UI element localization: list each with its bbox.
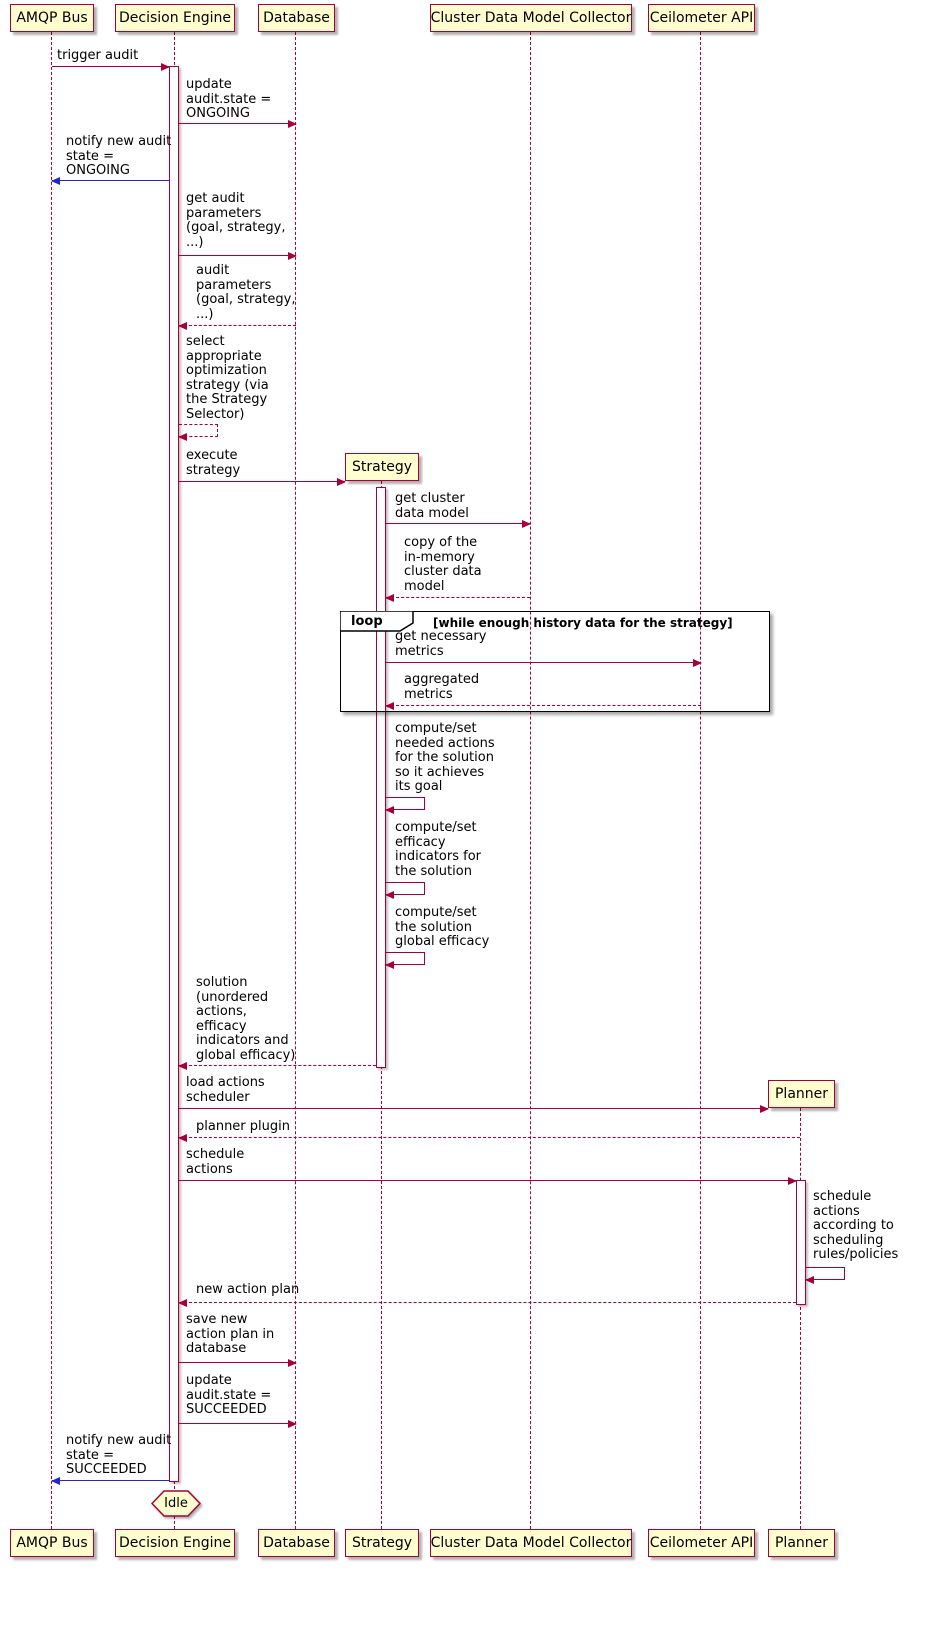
message-arrow-schedule-actions [179,1176,797,1185]
message-label-aggregated-metrics: aggregated metrics [404,672,480,702]
message-arrow-schedule-according-to-rules-self [805,1267,845,1284]
loop-operator: loop [351,614,383,629]
hexagon-icon [150,1490,202,1517]
message-arrow-get-cluster-data-model [386,519,531,528]
arrowhead [178,321,187,330]
message-arrow-copy-cluster-data-model [385,593,530,602]
participant-ceilometer-api-top: Ceilometer API [648,4,755,32]
lifeline-planner [800,1108,801,1529]
activation-strategy [376,487,386,1068]
message-arrow-notify-ongoing [51,176,169,185]
message-arrow-select-strategy-self [178,424,218,441]
arrowhead [161,62,170,71]
end-state-idle: Idle [150,1490,202,1517]
message-label-solution: solution (unordered actions, efficacy in… [196,975,296,1063]
arrowhead [385,961,394,969]
message-arrow-execute-strategy [179,477,346,486]
participant-ceilometer-api-bottom: Ceilometer API [648,1529,755,1557]
participant-decision-engine-bottom: Decision Engine [115,1529,235,1557]
lifeline-ceilometer-api [700,32,701,1529]
end-state-label: Idle [164,1496,188,1511]
message-arrow-update-audit-ongoing [179,119,297,128]
message-arrow-save-action-plan [179,1358,297,1367]
message-arrow-get-audit-parameters [179,251,297,260]
activation-planner [796,1180,806,1305]
arrowhead [760,1104,769,1113]
arrowhead [788,1176,797,1185]
message-arrow-notify-succeeded [51,1476,169,1485]
message-label-get-cluster-data-model: get cluster data model [395,491,469,521]
message-label-execute-strategy: execute strategy [186,448,241,478]
participant-database-bottom: Database [258,1529,335,1557]
message-arrow-audit-parameters [178,321,296,330]
message-label-load-actions-scheduler: load actions scheduler [186,1075,265,1105]
participant-amqp-bus-bottom: AMQP Bus [10,1529,94,1557]
activation-decision-engine [169,66,179,1482]
arrowhead [178,433,187,441]
participant-database-top: Database [258,4,335,32]
message-label-compute-needed-actions: compute/set needed actions for the solut… [395,721,495,794]
message-arrow-compute-efficacy-indicators-self [385,882,425,899]
message-label-planner-plugin: planner plugin [196,1119,290,1134]
participant-cluster-data-model-collector-top: Cluster Data Model Collector [430,4,632,32]
arrowhead [385,701,394,710]
participant-amqp-bus-top: AMQP Bus [10,4,94,32]
message-label-copy-cluster-data-model: copy of the in-memory cluster data model [404,535,482,594]
arrowhead [385,593,394,602]
message-arrow-trigger-audit [52,62,170,71]
message-label-save-action-plan: save new action plan in database [186,1312,275,1356]
lifeline-amqp-bus [51,32,52,1529]
arrowhead [288,1358,297,1367]
message-arrow-planner-plugin [178,1133,800,1142]
message-label-new-action-plan: new action plan [196,1282,300,1297]
participant-cluster-data-model-collector-bottom: Cluster Data Model Collector [430,1529,632,1557]
arrowhead [337,477,346,486]
participant-decision-engine-top: Decision Engine [115,4,235,32]
arrowhead [178,1133,187,1142]
arrowhead [178,1061,187,1070]
arrowhead [385,891,394,899]
message-label-notify-succeeded: notify new audit state = SUCCEEDED [66,1433,172,1477]
message-arrow-aggregated-metrics [385,701,701,710]
message-arrow-get-necessary-metrics [386,658,702,667]
message-label-trigger-audit: trigger audit [57,48,139,63]
arrowhead [178,1298,187,1307]
message-arrow-new-action-plan [178,1298,796,1307]
lifeline-database [295,32,296,1529]
message-label-update-audit-ongoing: update audit.state = ONGOING [186,77,272,121]
arrowhead [522,519,531,528]
arrowhead [288,1419,297,1428]
participant-strategy-bottom: Strategy [345,1529,419,1557]
message-label-schedule-actions: schedule actions [186,1147,245,1177]
arrowhead [288,119,297,128]
message-label-select-strategy: select appropriate optimization strategy… [186,334,269,422]
arrowhead [51,176,60,185]
loop-frame: loop [while enough history data for the … [340,611,770,712]
arrowhead [693,658,702,667]
message-label-compute-global-efficacy: compute/set the solution global efficacy [395,905,490,949]
message-label-audit-parameters: audit parameters (goal, strategy, ...) [196,263,296,322]
message-arrow-compute-needed-actions-self [385,797,425,814]
message-label-get-audit-parameters: get audit parameters (goal, strategy, ..… [186,191,286,250]
message-label-update-audit-succeeded: update audit.state = SUCCEEDED [186,1373,272,1417]
message-arrow-solution [178,1061,376,1070]
message-label-notify-ongoing: notify new audit state = ONGOING [66,134,172,178]
message-label-schedule-according-to-rules: schedule actions according to scheduling… [813,1189,899,1262]
loop-header-pentagon-icon [340,611,414,632]
loop-condition: [while enough history data for the strat… [433,616,733,630]
message-label-get-necessary-metrics: get necessary metrics [395,629,487,659]
message-label-compute-efficacy-indicators: compute/set efficacy indicators for the … [395,820,482,879]
lifeline-cluster-data-model-collector [530,32,531,1529]
participant-planner-bottom: Planner [768,1529,835,1557]
arrowhead [805,1276,814,1284]
participant-strategy-created: Strategy [345,453,419,481]
message-arrow-compute-global-efficacy-self [385,952,425,969]
message-arrow-load-actions-scheduler [179,1104,769,1113]
participant-planner-created: Planner [768,1080,835,1108]
arrowhead [288,251,297,260]
arrowhead [385,806,394,814]
arrowhead [51,1476,60,1485]
message-arrow-update-audit-succeeded [179,1419,297,1428]
